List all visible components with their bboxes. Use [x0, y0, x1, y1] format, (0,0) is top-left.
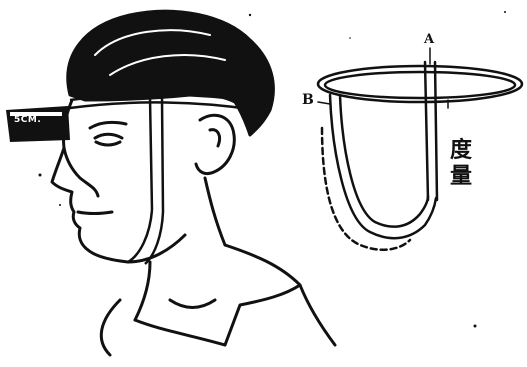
point-a-label: A: [424, 32, 434, 47]
scale-marking: 5CM.: [14, 115, 41, 125]
head-band: [70, 94, 270, 264]
head-profile-drawing: [52, 11, 335, 355]
cjk-caption: 度量: [450, 138, 476, 190]
measuring-band-loop: [318, 48, 522, 250]
ear: [196, 115, 234, 173]
point-b-label: B: [302, 92, 314, 108]
collar: [225, 245, 300, 345]
eye: [95, 134, 122, 138]
